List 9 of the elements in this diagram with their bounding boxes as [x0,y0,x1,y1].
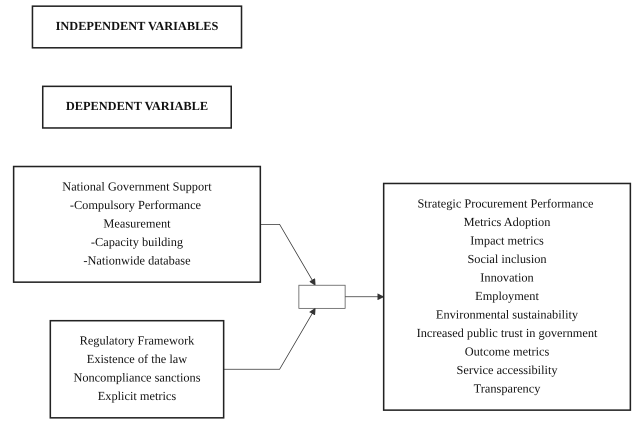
node-box: National Government Support -Compulsory Performance Measurement -Capacity building -Nationwide database [12,166,262,283]
node-bar [298,284,346,309]
arrow [344,293,384,300]
arrow [260,224,316,286]
node-box: INDEPENDENT VARIABLES [32,5,242,49]
node-box: Strategic Procurement Performance Metrics Adoption Impact metrics Social inclusion Innovation Employment Environmental sustainability Increased public trust in government Outcome metrics Service accessibility Transparency [382,182,632,411]
arrow [223,308,316,370]
node-box: DEPENDENT VARIABLE [42,86,232,129]
node-box: Regulatory Framework Existence of the law Noncompliance sanctions Explicit metrics [50,320,224,419]
